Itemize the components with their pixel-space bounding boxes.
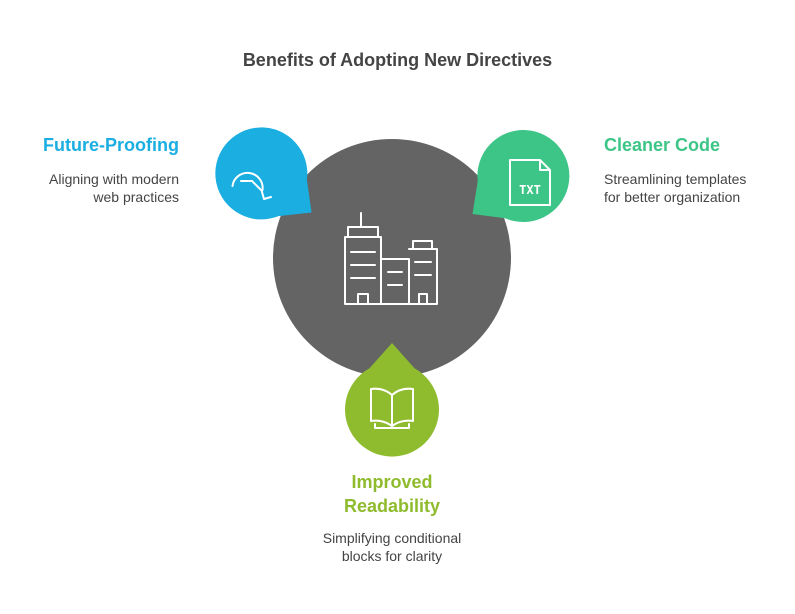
future-proofing-drop (215, 127, 312, 220)
improved-readability-desc-line2: blocks for clarity (341, 548, 443, 564)
cleaner-code-description: Streamlining templates for better organi… (604, 170, 746, 206)
open-book-icon (370, 387, 414, 429)
improved-readability-title-line1: Improved (351, 472, 433, 492)
cleaner-code-desc-line1: Streamlining templates (604, 171, 747, 187)
cleaner-code-title: Cleaner Code (604, 135, 721, 155)
txt-file-icon (509, 159, 551, 206)
improved-readability-desc-line1: Simplifying conditional (322, 530, 462, 546)
future-proofing-description: Aligning with modern web practices (49, 170, 179, 206)
txt-file-label: TXT (519, 183, 541, 197)
cleaner-code-drop (472, 129, 570, 222)
future-proofing-desc-line1: Aligning with modern (49, 171, 179, 187)
improved-readability-description: Simplifying conditional blocks for clari… (272, 529, 512, 565)
improved-readability-title-line2: Readability (343, 496, 441, 516)
rotate-arrow-icon (231, 171, 272, 200)
cleaner-code-desc-line2: for better organization (604, 189, 741, 205)
page-title: Benefits of Adopting New Directives (242, 50, 553, 70)
future-proofing-title: Future-Proofing (43, 135, 179, 155)
improved-readability-title: Improved Readability (292, 470, 492, 518)
future-proofing-desc-line2: web practices (93, 189, 179, 205)
buildings-icon (344, 212, 438, 305)
